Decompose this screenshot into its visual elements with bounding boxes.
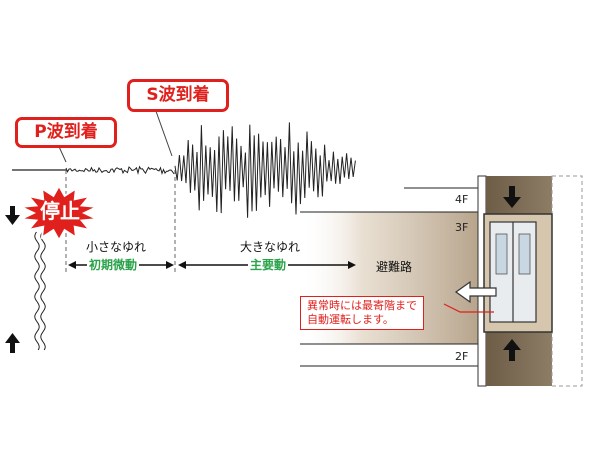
note-line-1: 異常時には最寄階まで xyxy=(307,299,417,312)
door-window-right xyxy=(518,233,531,275)
cable-indicator xyxy=(5,206,46,353)
arrow-left-icon xyxy=(68,261,76,269)
explosion-icon xyxy=(17,183,101,243)
p-wave-trace xyxy=(65,165,175,175)
large-shaking-label: 大きなゆれ xyxy=(240,240,301,254)
note-leader xyxy=(443,303,494,313)
floor-label-2f: 2F xyxy=(455,350,469,363)
arrow-left-icon xyxy=(178,261,186,269)
exit-arrow-icon xyxy=(454,280,497,304)
arrow-right-icon xyxy=(166,261,174,269)
arrow-down-icon xyxy=(503,186,521,208)
arrow-down-icon xyxy=(5,206,20,225)
note-line-2: 自動運転します。 xyxy=(307,313,394,326)
stop-badge: 停止 xyxy=(40,199,80,223)
principal-motion-label: 主要動 xyxy=(248,258,289,272)
initial-tremor-label: 初期微動 xyxy=(87,258,140,272)
wavy-cable xyxy=(40,231,46,351)
floor-label-3f: 3F xyxy=(455,221,469,234)
s-wave-trace xyxy=(174,122,356,218)
arrow-up-icon xyxy=(503,339,521,361)
elevator-icon xyxy=(483,213,553,333)
p-wave-callout: P波到着 xyxy=(15,117,117,148)
small-shaking-label: 小さなゆれ xyxy=(86,240,147,254)
arrow-up-icon xyxy=(5,333,20,353)
floor-label-4f: 4F xyxy=(455,193,469,206)
seismograph xyxy=(12,99,356,272)
auto-operation-note: 異常時には最寄階まで 自動運転します。 xyxy=(300,296,424,330)
door-window-left xyxy=(495,233,508,275)
s-wave-callout: S波到着 xyxy=(127,79,229,112)
building-section xyxy=(300,175,583,387)
shaft-wall-right xyxy=(551,175,583,387)
arrow-right-icon xyxy=(348,261,356,269)
wavy-cable xyxy=(34,231,40,351)
evacuation-route-label: 避難路 xyxy=(376,260,413,274)
